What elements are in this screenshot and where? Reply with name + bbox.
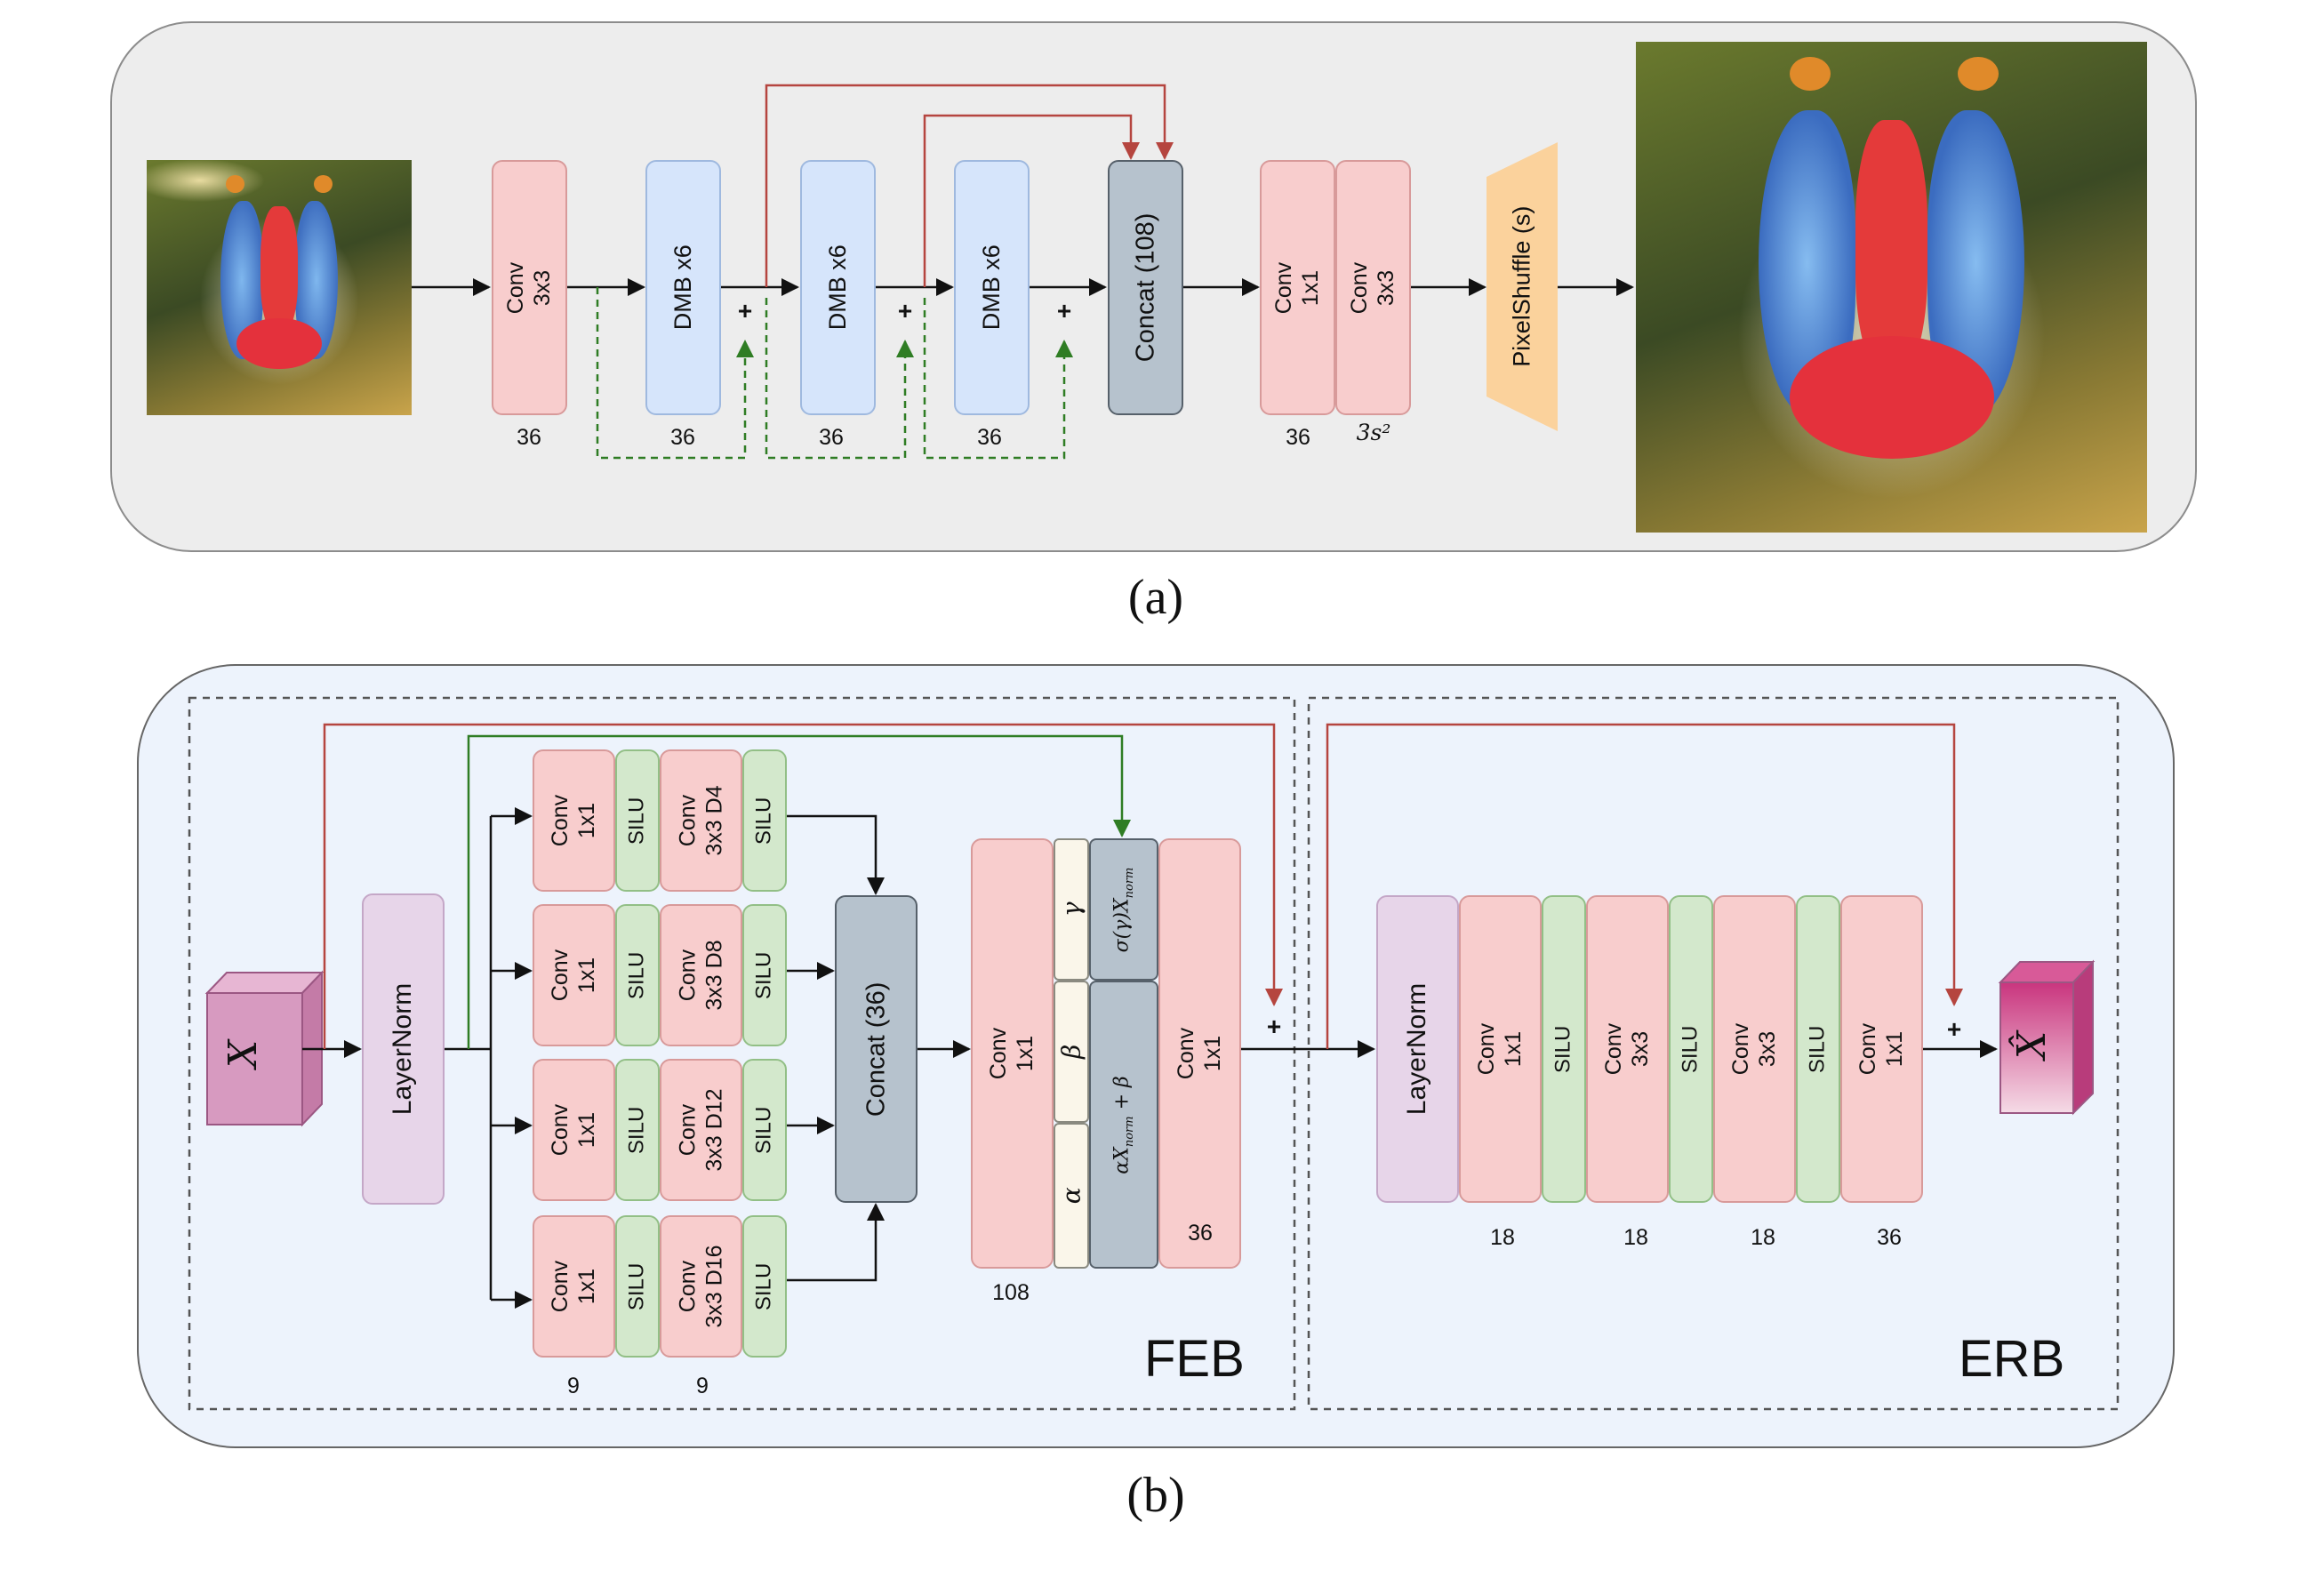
feb-silu-row4-a: SILU [615, 1215, 660, 1358]
alpha-split: α [1054, 1123, 1089, 1269]
input-tensor-x [204, 970, 325, 1127]
beta-split: β [1054, 981, 1089, 1123]
feb-conv-channels: 9 [567, 1374, 580, 1398]
feb-silu-row1-a: SILU [615, 749, 660, 892]
caption-a: (a) [1127, 570, 1184, 625]
erb-silu-3: SILU [1796, 895, 1840, 1203]
feb-silu-row3-a: SILU [615, 1059, 660, 1201]
residual-add-1: + [737, 297, 753, 324]
feb-silu-row2-b: SILU [742, 904, 787, 1046]
dmb-2-channels: 36 [819, 425, 844, 450]
dmb-block-1: DMB x6 [645, 160, 721, 415]
output-image-mandrill-highres [1636, 42, 2147, 533]
conv3x3-channels: 36 [517, 425, 541, 450]
concat-block-feb: Concat (36) [835, 895, 918, 1203]
erb-conv-c-channels: 18 [1751, 1225, 1775, 1250]
feb-conv-expand-channels: 108 [992, 1280, 1030, 1305]
residual-add-3: + [1056, 297, 1072, 324]
dmb-3-channels: 36 [977, 425, 1002, 450]
output-xhat-label: X̂ [2009, 1030, 2056, 1060]
erb-silu-1: SILU [1542, 895, 1586, 1203]
erb-residual-add: + [1946, 1015, 1962, 1043]
output-tensor-xhat [1998, 959, 2096, 1116]
input-image-mandrill-lowres [147, 160, 412, 415]
erb-conv-d-channels: 36 [1877, 1225, 1902, 1250]
pixelshuffle-block: PixelShuffle (s) [1487, 142, 1558, 431]
feb-conv-out-channels: 36 [1188, 1221, 1213, 1246]
erb-conv-b-channels: 18 [1623, 1225, 1648, 1250]
residual-add-2: + [897, 297, 913, 324]
dmb-block-2: DMB x6 [800, 160, 876, 415]
feb-title: FEB [1144, 1330, 1245, 1388]
dmb-1-channels: 36 [670, 425, 695, 450]
caption-b: (b) [1126, 1468, 1185, 1523]
erb-dashed-border [1307, 696, 2120, 1411]
sigmoid-gate-block: σ(γ)Xnorm [1089, 838, 1158, 981]
feb-dconv-channels: 9 [696, 1374, 709, 1398]
feb-silu-row4-b: SILU [742, 1215, 787, 1358]
feb-dashed-border [188, 696, 1296, 1411]
layernorm-erb: LayerNorm [1376, 895, 1459, 1203]
erb-title: ERB [1959, 1330, 2065, 1388]
feb-silu-row3-b: SILU [742, 1059, 787, 1201]
dmb-block-3: DMB x6 [954, 160, 1030, 415]
affine-modulation-block: αXnorm + β [1089, 981, 1158, 1269]
input-x-label: X [220, 1039, 267, 1069]
feb-silu-row1-b: SILU [742, 749, 787, 892]
layernorm-feb: LayerNorm [362, 893, 445, 1205]
feb-silu-row2-a: SILU [615, 904, 660, 1046]
erb-silu-2: SILU [1669, 895, 1713, 1203]
erb-conv-a-channels: 18 [1490, 1225, 1515, 1250]
feb-residual-add: + [1266, 1013, 1282, 1040]
gamma-split: γ [1054, 838, 1089, 981]
conv3x3-final-channels: 3s² [1356, 420, 1391, 445]
conv1x1-channels: 36 [1286, 425, 1310, 450]
concat-block-a: Concat (108) [1108, 160, 1183, 415]
